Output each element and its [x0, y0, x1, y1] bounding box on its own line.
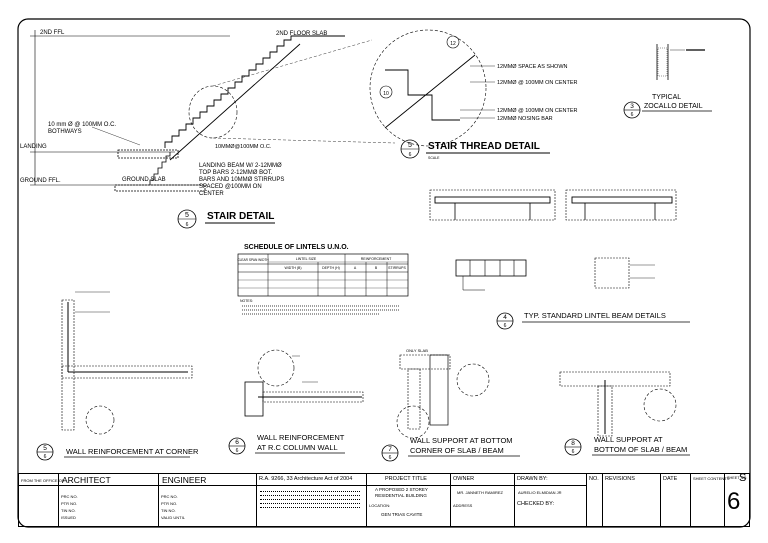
label-2nd-floor-slab: 2ND FLOOR SLAB: [276, 31, 327, 37]
zocallo-detail: 3 6 TYPICAL ZOCALLO DETAIL: [623, 44, 712, 119]
wall-column-detail: 6 6 WALL REINFORCEMENT AT R.C COLUMN WAL…: [228, 349, 364, 455]
thread-detail-sheet: 6: [409, 152, 412, 158]
lintel-sub-depth: DEPTH (H): [322, 266, 340, 270]
ground-slab: [114, 184, 206, 192]
lintel-schedule: SCHEDULE OF LINTELS U.N.O. CLEAR SPAN WI…: [237, 244, 409, 315]
zocallo-title-2: ZOCALLO DETAIL: [644, 103, 703, 110]
lintel-schedule-title: SCHEDULE OF LINTELS U.N.O.: [244, 244, 349, 251]
tb-architect: ARCHITECT PRC NO. PTR NO. TIN NO. ISSUED: [59, 474, 159, 526]
landing-slab: [117, 149, 179, 159]
tb-project-title: PROJECT TITLE A PROPOSED 2 STOREY RESIDE…: [367, 474, 451, 526]
beam-note-4: SPACED @100MM ON: [199, 184, 262, 190]
lintel-beam-num: 4: [503, 314, 507, 321]
zocallo-title-1: TYPICAL: [652, 94, 681, 101]
label-ground-ffl: GROUND FFL.: [20, 178, 61, 184]
lintel-header-span: CLEAR SPAN WIDTH: [237, 258, 269, 262]
upper-flight-steps: [164, 35, 345, 148]
thread-detail-num: 5: [408, 142, 412, 149]
only-slab-label: ONLY SLAB: [406, 348, 428, 353]
beam-note-2: TOP BARS 2-12MMØ BOT.: [199, 170, 273, 176]
wall-support-bottom-sheet: 6: [572, 449, 575, 455]
lintel-beam-title: TYP. STANDARD LINTEL BEAM DETAILS: [524, 311, 666, 320]
lintel-sub-stirrups: STIRRUPS: [388, 266, 406, 270]
sheet-number: 6: [727, 488, 741, 515]
tb-owner: OWNER MR. JANNETH RAMIREZ ADDRESS: [451, 474, 515, 526]
thread-detail-title: STAIR THREAD DETAIL: [428, 141, 540, 152]
tb-revisions: REVISIONS: [603, 474, 661, 526]
wall-column-title-1: WALL REINFORCEMENT: [257, 433, 345, 442]
zocallo-num: 3: [630, 103, 634, 110]
tb-sheet-no: SHEET NO. S 6: [727, 472, 748, 515]
wall-corner-title: WALL REINFORCEMENT AT CORNER: [66, 447, 199, 456]
wall-support-corner-title-1: WALL SUPPORT AT BOTTOM: [410, 436, 513, 445]
zocallo-sheet: 6: [631, 112, 634, 118]
thread-marker-12: 12: [450, 41, 456, 47]
wall-column-num: 6: [235, 439, 239, 446]
callout-circle: [188, 85, 238, 139]
wall-support-bottom-num: 8: [571, 440, 575, 447]
wall-support-bottom-title-2: BOTTOM OF SLAB / BEAM: [594, 445, 687, 454]
wall-corner-num: 5: [43, 445, 47, 452]
stair-detail: 2ND FFL 2ND FLOOR SLAB LANDING GROUND FF…: [20, 30, 345, 229]
tb-engineer: ENGINEER PRC NO. PTR NO. TIN NO. VALID U…: [159, 474, 257, 526]
thread-scale: SCALE: [428, 156, 440, 160]
stair-detail-title: STAIR DETAIL: [207, 211, 274, 222]
lintel-sub-width: WIDTH (B): [284, 266, 301, 270]
lintel-notes-label: NOTES:: [240, 299, 253, 303]
wall-support-bottom-title-1: WALL SUPPORT AT: [594, 435, 663, 444]
wall-support-corner-sheet: 6: [389, 455, 392, 461]
sheet-border: [17, 18, 751, 528]
lower-flight-steps: [149, 152, 171, 185]
thread-marker-10: 10: [383, 91, 389, 97]
wall-column-title-2: AT R.C COLUMN WALL: [257, 443, 338, 452]
note-bothways: BOTHWAYS: [48, 129, 82, 135]
label-landing: LANDING: [20, 144, 47, 150]
lintel-header-size: LINTEL SIZE: [296, 257, 317, 261]
thread-note-1: 12MMØ SPACE AS SHOWN: [497, 64, 568, 70]
wall-support-corner-detail: ONLY SLAB 7 6 WALL SUPPORT AT BOTTOM COR…: [381, 348, 520, 462]
tb-row-divider: [19, 485, 587, 486]
thread-note-2: 12MMØ @ 100MM ON CENTER: [497, 80, 577, 86]
lintel-header-reinf: REINFORCEMENT: [361, 257, 392, 261]
tb-date: DATE: [661, 474, 691, 526]
tb-sheet-contents: SHEET CONTENTS: [691, 474, 729, 526]
stair-thread-detail: 12 10 12MMØ SPACE AS SHOWN 12MMØ @ 100MM…: [212, 29, 577, 160]
tb-ra: R.A. 9266, 33 Architecture Act of 2004: [257, 474, 367, 526]
stair-detail-sheet: 6: [186, 222, 189, 228]
thread-note-3: 12MMØ @ 100MM ON CENTER: [497, 108, 577, 114]
label-ground-slab: GROUND SLAB: [122, 177, 166, 183]
wall-support-bottom-detail: 8 6 WALL SUPPORT AT BOTTOM OF SLAB / BEA…: [559, 371, 690, 456]
tb-no: NO.: [587, 474, 603, 526]
label-2nd-ffl: 2ND FFL: [40, 30, 65, 36]
tb-drawn-checked: DRAWN BY: AURELIO ELMIDIAN JR CHECKED BY…: [515, 474, 587, 526]
title-block: FROM THE OFFICE OF ARCHITECT PRC NO. PTR…: [18, 472, 750, 527]
beam-note-1: LANDING BEAM W/ 2-12MMØ: [199, 163, 282, 169]
thread-note-4: 12MMØ NOSING BAR: [497, 116, 553, 122]
lintel-beam-details: 4 6 TYP. STANDARD LINTEL BEAM DETAILS: [429, 189, 690, 330]
wall-corner-sheet: 6: [44, 454, 47, 460]
wall-corner-detail: 5 6 WALL REINFORCEMENT AT CORNER: [36, 291, 199, 461]
lintel-beam-sheet: 6: [504, 323, 507, 329]
tb-from-office: FROM THE OFFICE OF: [19, 474, 64, 526]
note-stirrups: 10MMØ@100MM O.C.: [215, 144, 272, 150]
note-bars: 10 mm Ø @ 100MM O.C.: [48, 122, 116, 128]
thread-callout-circle: [369, 29, 487, 147]
lintel-sub-b: B: [375, 266, 378, 270]
stair-detail-num: 5: [185, 212, 189, 219]
sheet-letter: S: [739, 472, 747, 484]
wall-support-corner-num: 7: [388, 446, 392, 453]
beam-note-3: BARS AND 10MMØ STIRRUPS: [199, 177, 284, 183]
beam-note-5: CENTER: [199, 191, 224, 197]
lintel-sub-a: A: [354, 266, 357, 270]
wall-support-corner-title-2: CORNER OF SLAB / BEAM: [410, 446, 504, 455]
wall-column-sheet: 6: [236, 448, 239, 454]
